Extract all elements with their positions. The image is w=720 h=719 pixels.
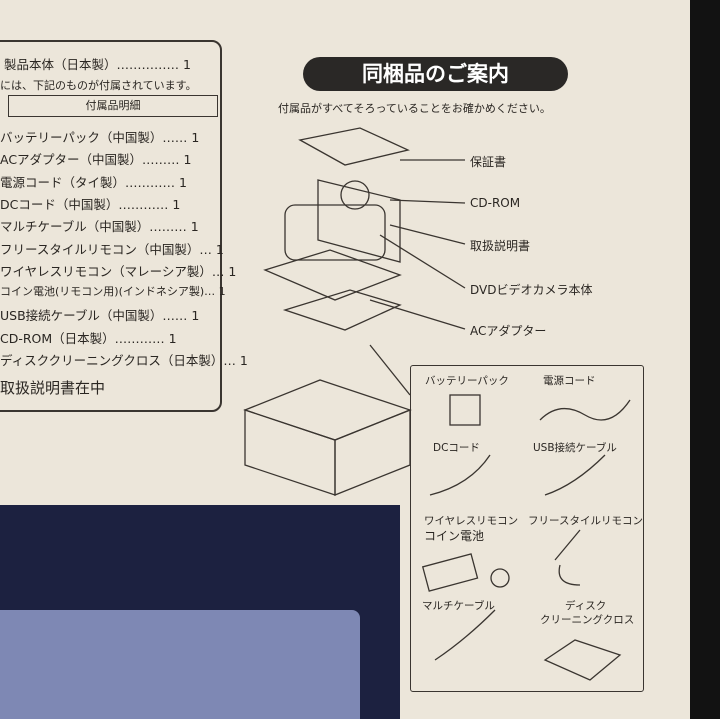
list-item: ワイヤレスリモコン（マレーシア製）… 1 [0, 263, 237, 279]
callout-manual: 取扱説明書 [470, 239, 531, 253]
dc-cord-illus [429, 454, 491, 496]
list-item: コイン電池(リモコン用)(インドネシア製)… 1 [0, 285, 226, 299]
multi-cable-illus [434, 609, 496, 661]
box-cutout-window [0, 610, 360, 719]
outer-box-side [244, 409, 336, 496]
acc-coin-battery: コイン電池 [424, 529, 485, 543]
list-item: マルチケーブル（中国製）……… 1 [0, 219, 199, 235]
outer-box-top [243, 379, 412, 441]
callout-warranty: 保証書 [470, 155, 507, 169]
contents-list-box [0, 40, 222, 412]
list-item: バッテリーパック（中国製）…… 1 [0, 130, 200, 145]
list-header: 付属品明細 [8, 95, 218, 117]
wireless-remote-illus [421, 553, 479, 592]
callout-ac-adapter: ACアダプター [470, 324, 547, 338]
acc-dc-cord: DCコード [433, 442, 480, 454]
tray [263, 249, 402, 301]
warranty-card [298, 127, 410, 166]
cd-disc [340, 180, 370, 210]
accessories-box [410, 365, 644, 692]
freestyle-remote-illus [554, 529, 581, 586]
outer-box-front [334, 409, 411, 496]
note: には、下記のものが付属されています。 [0, 79, 197, 92]
list-item: フリースタイルリモコン（中国製）… 1 [0, 241, 224, 257]
acc-wireless-remote: ワイヤレスリモコン [424, 515, 519, 527]
acc-usb-cable: USB接続ケーブル [533, 442, 617, 454]
main-item: 製品本体（日本製）…………… 1 [4, 57, 191, 72]
list-item: 電源コード（タイ製）………… 1 [0, 174, 187, 190]
cd-rom-manual [317, 179, 401, 263]
acc-disc: ディスク [565, 600, 607, 612]
list-footer: 取扱説明書在中 [0, 379, 106, 397]
ac-adapter-pack [282, 289, 402, 331]
list-item: ディスククリーニングクロス（日本製）… 1 [0, 353, 248, 368]
acc-battery: バッテリーパック [425, 375, 509, 387]
list-item: ACアダプター（中国製）……… 1 [0, 152, 192, 168]
usb-cable-illus [544, 454, 606, 496]
camera-body [284, 204, 386, 261]
box-printed-panel-lower [400, 500, 690, 719]
acc-freestyle-remote: フリースタイルリモコン [528, 515, 643, 527]
guide-subtitle: 付属品がすべてそろっていることをお確かめください。 [278, 102, 551, 115]
acc-power-cord: 電源コード [543, 375, 596, 387]
guide-title: 同梱品のご案内 [303, 57, 568, 91]
box-edge [690, 0, 720, 719]
coin-battery-illus [490, 568, 510, 588]
callout-camera: DVDビデオカメラ本体 [470, 283, 593, 297]
battery-pack-illus [449, 394, 481, 426]
list-item: CD-ROM（日本製）………… 1 [0, 330, 177, 346]
list-item: USB接続ケーブル（中国製）…… 1 [0, 308, 200, 324]
acc-multi-cable: マルチケーブル [422, 600, 495, 612]
list-item: DCコード（中国製）………… 1 [0, 196, 181, 212]
callout-cdrom: CD-ROM [470, 196, 521, 210]
acc-cleaning-cloth: クリーニングクロス [540, 614, 635, 626]
cleaning-cloth-illus [543, 639, 622, 681]
power-cord-illus [539, 399, 631, 421]
